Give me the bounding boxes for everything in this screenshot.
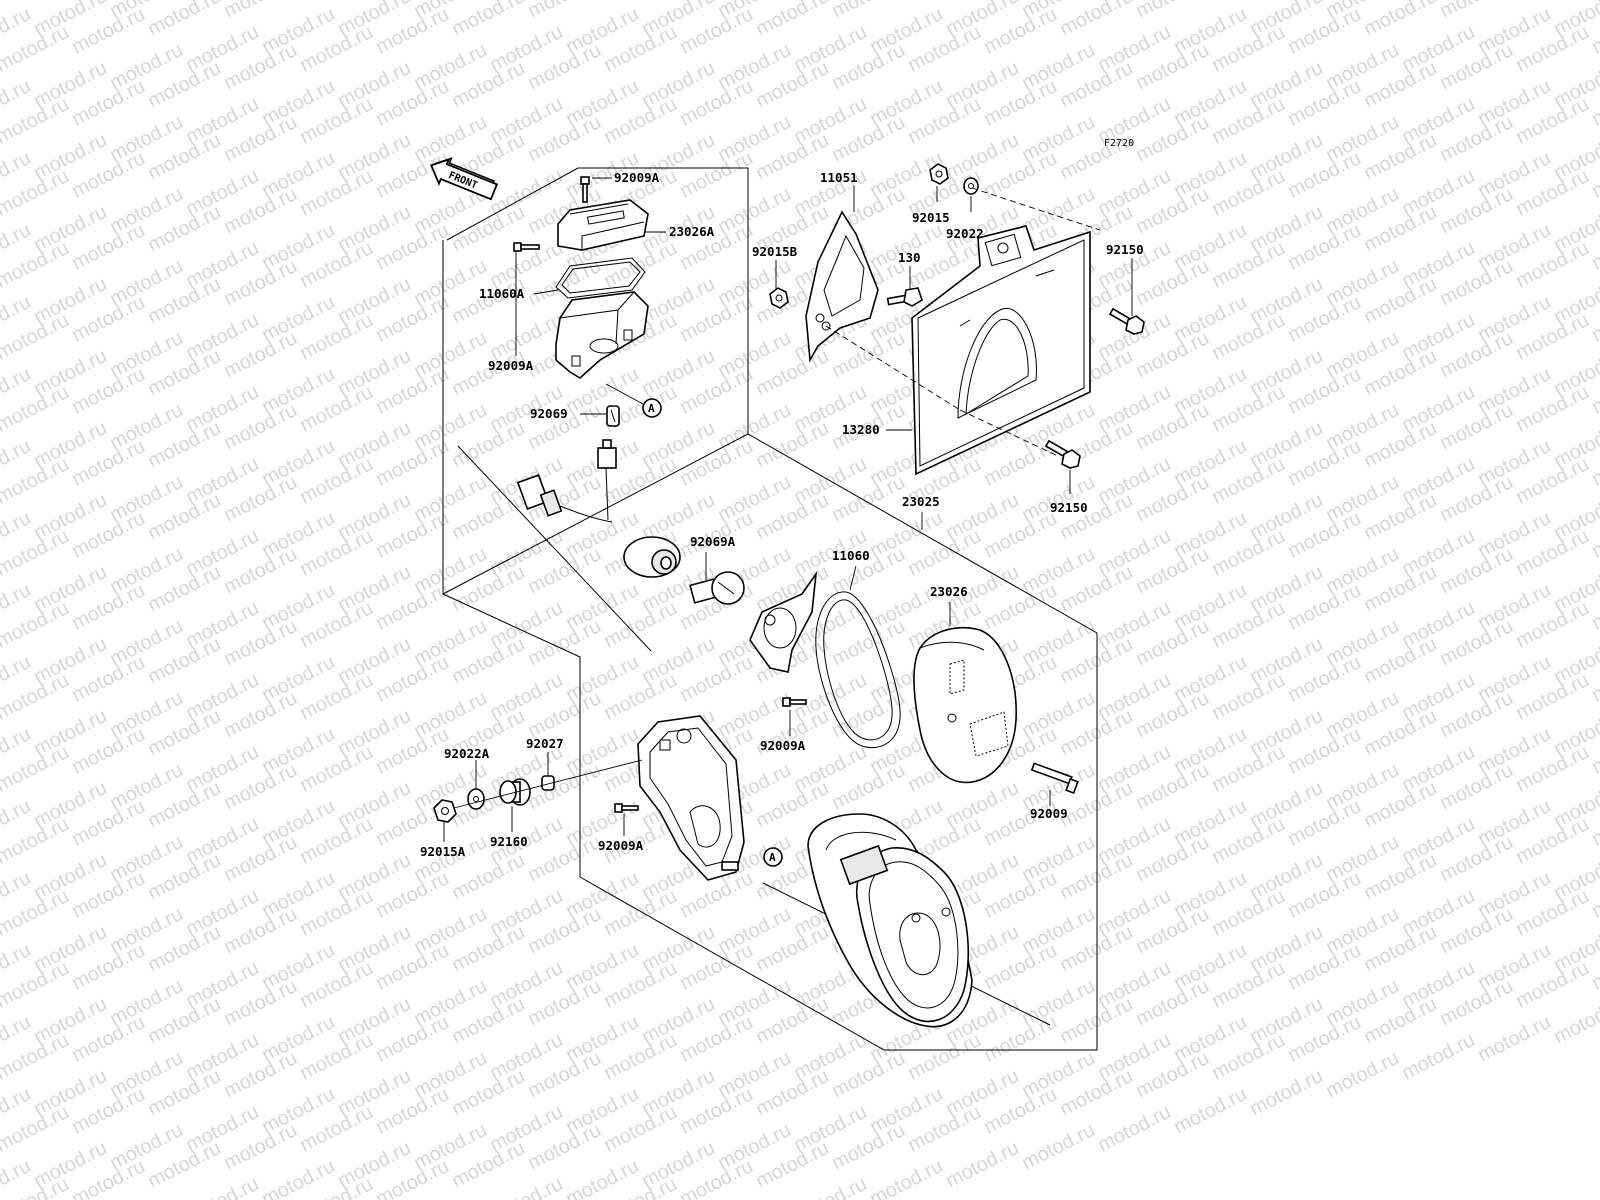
watermark-text: motod.ru	[1208, 0, 1288, 4]
svg-text:A: A	[648, 402, 655, 415]
watermark-text: motod.ru	[1018, 1119, 1098, 1174]
bolt-92150-top	[1108, 307, 1145, 335]
label-92150-top: 92150	[1106, 242, 1144, 257]
clip-92069	[606, 405, 620, 427]
label-11060: 11060	[832, 548, 870, 563]
label-92015A: 92015A	[420, 844, 466, 859]
label-130: 130	[898, 250, 921, 265]
watermark-text: motod.ru	[1246, 1065, 1326, 1120]
nut-92015B	[769, 287, 789, 309]
label-92027: 92027	[526, 736, 564, 751]
label-92009A-top: 92009A	[614, 170, 660, 185]
washer-92022	[963, 177, 979, 195]
label-13280: 13280	[842, 422, 880, 437]
bolt-130	[886, 287, 923, 307]
watermark-text: motod.ru	[942, 1137, 1022, 1192]
label-92009A-left: 92009A	[488, 358, 534, 373]
label-92009: 92009	[1030, 806, 1068, 821]
watermark-text: motod.ru	[524, 0, 604, 22]
watermark-text: motod.ru	[904, 0, 984, 4]
screw-92009A-top	[580, 176, 590, 203]
washer-92022A	[467, 788, 485, 810]
light-housing	[555, 291, 649, 379]
lens-23026	[913, 626, 1017, 784]
label-92022: 92022	[946, 226, 984, 241]
watermark-text: motod.ru	[828, 0, 908, 22]
watermark-text: motod.ru	[866, 1155, 946, 1200]
nut-92015	[929, 163, 949, 185]
label-23025: 23025	[902, 494, 940, 509]
screw-92009A-mid	[782, 697, 807, 707]
label-23026A: 23026A	[669, 224, 715, 239]
watermark-text: motod.ru	[182, 1173, 262, 1200]
diagram-code: F2720	[1104, 138, 1134, 149]
label-92015: 92015	[912, 210, 950, 225]
label-92150-bottom: 92150	[1050, 500, 1088, 515]
label-92160: 92160	[490, 834, 528, 849]
watermark-text: motod.ru	[1512, 0, 1592, 4]
watermark-text: motod.ru	[1474, 1011, 1554, 1066]
watermark-text: motod.ru	[1094, 1101, 1174, 1156]
watermark-text: motod.ru	[1436, 0, 1516, 22]
watermark-text: motod.ru	[1322, 1047, 1402, 1102]
watermark-text: motod.ru	[1056, 0, 1136, 40]
watermark-text: motod.ru	[448, 0, 528, 40]
svg-text:A: A	[769, 851, 776, 864]
watermark-text: motod.ru	[790, 1173, 870, 1200]
label-92069: 92069	[530, 406, 568, 421]
label-92022A: 92022A	[444, 746, 490, 761]
label-92015B: 92015B	[752, 244, 798, 259]
watermark-text: motod.ru	[220, 0, 300, 22]
label-92069A: 92069A	[690, 534, 736, 549]
label-23026: 23026	[930, 584, 968, 599]
label-92009A-mid: 92009A	[760, 738, 806, 753]
watermark-text: motod.ru	[486, 1173, 566, 1200]
ref-marker-a-top: A	[642, 398, 662, 418]
label-11060A: 11060A	[479, 286, 525, 301]
screw-92009A-bottom	[614, 803, 639, 813]
watermark-text: motod.ru	[1550, 993, 1600, 1048]
watermark-text: motod.ru	[1170, 1083, 1250, 1138]
watermark-text: motod.ru	[1132, 0, 1212, 22]
ref-marker-a-bottom: A	[763, 847, 783, 867]
label-92009A-bottom: 92009A	[598, 838, 644, 853]
watermark-text: motod.ru	[1398, 1029, 1478, 1084]
label-11051: 11051	[820, 170, 858, 185]
watermark-text: motod.ru	[144, 0, 224, 40]
watermark-text: motod.ru	[752, 0, 832, 40]
watermark-text: motod.ru	[1360, 0, 1440, 40]
watermark-text: motod.ru	[296, 0, 376, 4]
watermark-text: motod.ru	[600, 0, 680, 4]
